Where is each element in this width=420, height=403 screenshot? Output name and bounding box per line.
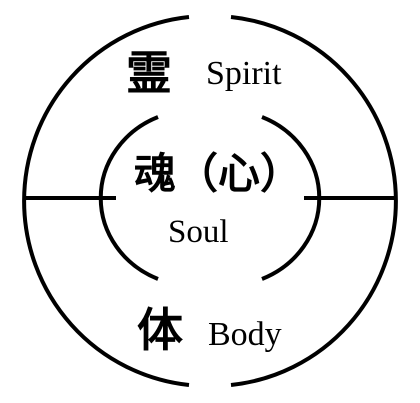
outer-circle-left-arc [22,15,190,387]
soul-kanji-label: 魂（心） [134,149,303,198]
body-english-label: Body [208,316,282,353]
spirit-english-label: Spirit [206,55,282,92]
outer-circle-right-arc [230,15,398,387]
body-kanji-label: 体 [137,303,183,357]
spirit-kanji-label: 霊 [126,46,172,100]
soul-english-label: Soul [168,214,229,250]
